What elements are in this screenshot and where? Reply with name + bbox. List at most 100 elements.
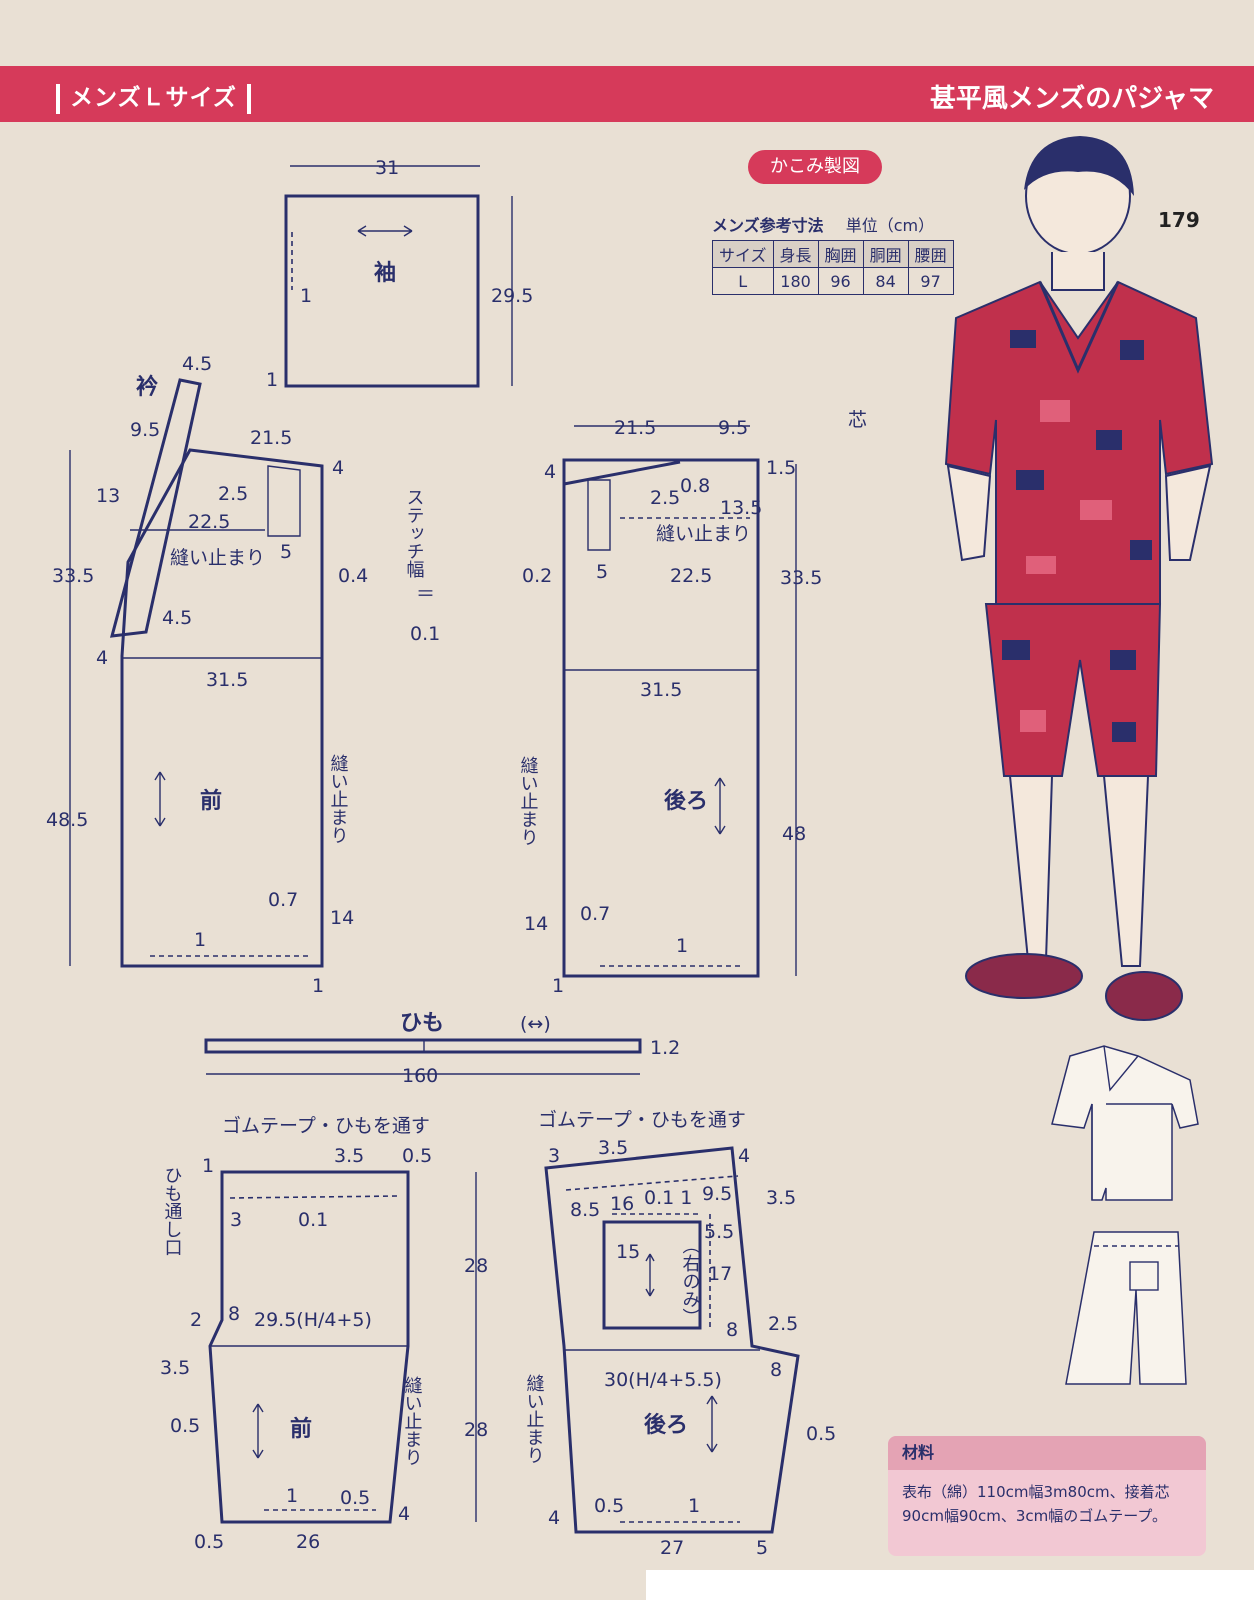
front-m95: 9.5 xyxy=(130,419,160,441)
stitch-width-label: ステッチ幅 xyxy=(404,488,425,578)
front-shoulder: 21.5 xyxy=(250,427,292,449)
front-pants-stop: 縫い止まり xyxy=(402,1376,423,1466)
front-m335: 33.5 xyxy=(52,565,94,587)
stitch-equals: ＝ xyxy=(416,583,435,605)
front-m04: 0.4 xyxy=(338,565,368,587)
tie-length: 160 xyxy=(402,1065,438,1087)
tie-label: ひも xyxy=(400,1011,444,1036)
front-pants-m28b: 28 xyxy=(464,1419,488,1441)
materials-box: 材料 表布（綿）110cm幅3m80cm、接着芯90cm幅90cm、3cm幅のゴ… xyxy=(888,1436,1206,1556)
back-pants-outline xyxy=(544,1146,800,1534)
front-chest: 31.5 xyxy=(206,669,248,691)
grain-arrow-icon xyxy=(714,777,726,835)
size-cell: 97 xyxy=(907,267,954,295)
back-pants-waist-note: ゴムテープ・ひもを通す xyxy=(538,1109,746,1131)
front-m225: 22.5 xyxy=(188,511,230,533)
back-m225: 22.5 xyxy=(670,565,712,587)
back-pants-m15: 15 xyxy=(616,1241,640,1263)
front-stop2: 縫い止まり xyxy=(328,754,349,844)
front-pants-waist-note: ゴムテープ・ひもを通す xyxy=(222,1115,430,1137)
drafting-badge: かこみ製図 xyxy=(748,150,882,184)
front-pants-m4: 4 xyxy=(398,1503,410,1525)
stitch-note: ステッチ幅 ＝ 0.1 xyxy=(404,488,441,645)
back-pants-hem: 27 xyxy=(660,1537,684,1559)
back-pants-label: 後ろ xyxy=(644,1412,688,1438)
back-pants-m05b: 0.5 xyxy=(594,1495,624,1517)
size-header-cell: 身長 xyxy=(772,240,819,268)
front-stop: 縫い止まり xyxy=(170,547,265,569)
size-reference-table: メンズ参考寸法単位（cm） サイズ 身長 胸囲 胴囲 腰囲 L 180 96 8… xyxy=(712,212,954,295)
flat-sketch-shirt xyxy=(1051,1045,1199,1201)
back-pants-m95: 9.5 xyxy=(702,1183,732,1205)
back-pants-waist-line xyxy=(565,1175,739,1191)
back-m02: 0.2 xyxy=(522,565,552,587)
back-m135: 13.5 xyxy=(720,497,762,519)
back-pants-m1: 1 xyxy=(688,1495,700,1517)
sleeve-m1: 1 xyxy=(300,285,312,307)
front-pants-opening: ひも通し口 xyxy=(162,1166,183,1256)
back-m25: 2.5 xyxy=(650,487,680,509)
sleeve-label: 袖 xyxy=(374,260,396,286)
size-value-row: L 180 96 84 97 xyxy=(712,267,954,295)
back-m5: 5 xyxy=(596,561,608,583)
front-m1b: 1 xyxy=(312,975,324,997)
front-pants-piece: ゴムテープ・ひもを通す ひも通し口 1 3.5 0.5 3 0.1 28 2 8… xyxy=(160,1115,488,1553)
page-header: メンズＬサイズ 甚平風メンズのパジャマ xyxy=(0,66,1254,122)
facing-hatch xyxy=(267,465,301,537)
back-body-outline xyxy=(562,458,760,978)
size-cell: 84 xyxy=(862,267,909,295)
front-pants-m35: 3.5 xyxy=(334,1145,364,1167)
back-m14: 14 xyxy=(524,913,548,935)
back-pants-hip: 30(H/4+5.5) xyxy=(604,1369,722,1391)
back-pants-m25: 2.5 xyxy=(768,1313,798,1335)
sleeve-outline xyxy=(284,194,480,388)
back-m1: 1 xyxy=(676,935,688,957)
grain-arrow-icon xyxy=(357,225,413,237)
front-m07: 0.7 xyxy=(268,889,298,911)
back-facing-hatch xyxy=(587,479,611,551)
collar-outline xyxy=(109,378,202,638)
front-pants-hip: 29.5(H/4+5) xyxy=(254,1309,372,1331)
front-body-piece: 衿 4.5 9.5 21.5 4 13 2.5 22.5 縫い止まり 5 0.4… xyxy=(46,353,368,997)
front-pants-m05c: 0.5 xyxy=(340,1487,370,1509)
sleeve-piece: 31 29.5 袖 1 1 xyxy=(266,157,533,391)
back-chest: 31.5 xyxy=(640,679,682,701)
size-cell: 96 xyxy=(817,267,864,295)
back-m15: 1.5 xyxy=(766,457,796,479)
size-cell: L xyxy=(712,267,774,295)
back-m4: 4 xyxy=(544,461,556,483)
size-header-cell: 胸囲 xyxy=(817,240,864,268)
tie-arrow: (↔) xyxy=(520,1013,551,1035)
tie-piece: ひも (↔) 1.2 160 xyxy=(204,1011,680,1087)
back-pants-m4: 4 xyxy=(738,1145,750,1167)
front-pants-m1b: 1 xyxy=(286,1485,298,1507)
model-illustration xyxy=(944,136,1214,1021)
front-pants-m01: 0.1 xyxy=(298,1209,328,1231)
grain-arrow-icon xyxy=(252,1403,264,1459)
back-pants-m05: 0.5 xyxy=(806,1423,836,1445)
back-m08: 0.8 xyxy=(680,475,710,497)
grain-arrow-icon xyxy=(645,1253,655,1297)
front-pants-m3: 3 xyxy=(230,1209,242,1231)
blank-area xyxy=(646,1570,1254,1600)
back-pants-m8b: 8 xyxy=(770,1359,782,1381)
back-m215: 21.5 xyxy=(614,417,656,439)
back-pants-m17: 17 xyxy=(708,1263,732,1285)
front-pants-m05d: 0.5 xyxy=(194,1531,224,1553)
back-pants-m35b: 3.5 xyxy=(766,1187,796,1209)
back-m07: 0.7 xyxy=(580,903,610,925)
back-m1b: 1 xyxy=(552,975,564,997)
back-pants-m8: 8 xyxy=(726,1319,738,1341)
front-pants-m1: 1 xyxy=(202,1155,214,1177)
front-m4: 4 xyxy=(332,457,344,479)
front-m25: 2.5 xyxy=(218,483,248,505)
front-m14: 14 xyxy=(330,907,354,929)
size-header-cell: 腰囲 xyxy=(907,240,954,268)
grain-arrow-icon xyxy=(154,771,166,827)
front-pants-m05a: 0.5 xyxy=(402,1145,432,1167)
sleeve-width: 31 xyxy=(375,157,399,179)
front-pants-m28a: 28 xyxy=(464,1255,488,1277)
size-header-row: サイズ 身長 胸囲 胴囲 腰囲 xyxy=(712,240,954,268)
back-pants-m16: 16 xyxy=(610,1193,634,1215)
